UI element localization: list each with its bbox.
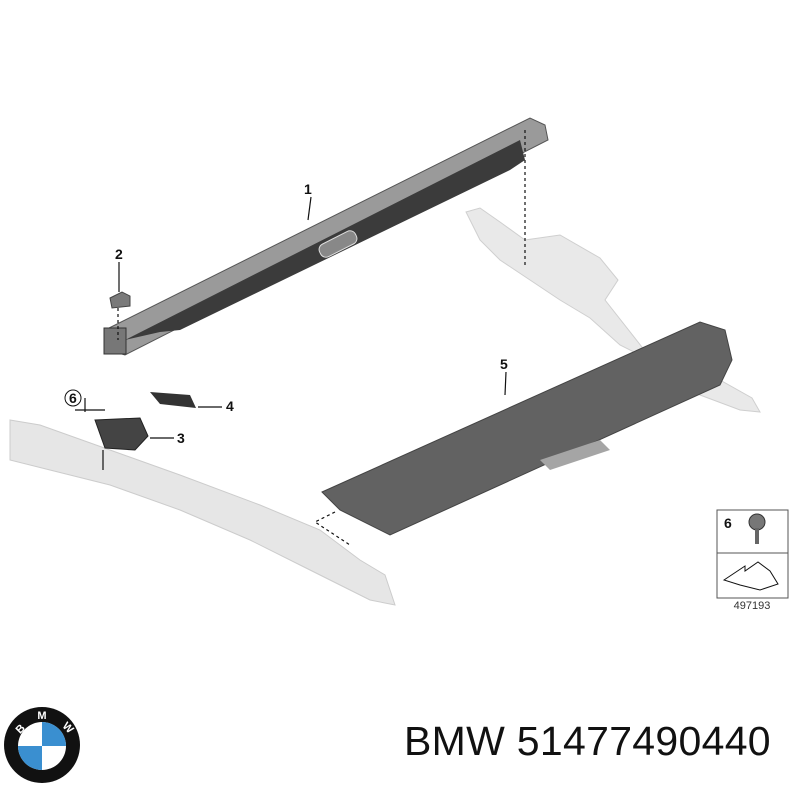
svg-text:M: M [37, 710, 46, 722]
part-label-5: 5 [500, 356, 508, 372]
side-trim-panel-right [465, 207, 761, 413]
part-label-6-circle [64, 389, 82, 407]
legend-item-number: 6 [724, 515, 732, 531]
screw-icon [748, 513, 766, 531]
part-label-2: 2 [115, 246, 123, 262]
part-label-4: 4 [226, 398, 234, 414]
part-label-1: 1 [304, 181, 312, 197]
part-label-3: 3 [177, 430, 185, 446]
partition-panel [321, 321, 733, 536]
holder-part [94, 417, 149, 451]
part-number-caption: BMW 51477490440 [404, 718, 771, 764]
side-trim-panel-left [9, 419, 396, 606]
end-cap-part [109, 291, 131, 309]
sheet-metal-icon [722, 561, 779, 591]
luggage-cover-roller-blind [103, 117, 549, 356]
cover-clip-part [150, 392, 196, 408]
fastener-legend-box: 6 497193 [716, 509, 789, 612]
part-label-6: 6 [69, 390, 77, 406]
bmw-logo: M B W [4, 707, 80, 783]
leader-lines [75, 130, 526, 546]
legend-reference-number: 497193 [734, 600, 771, 612]
